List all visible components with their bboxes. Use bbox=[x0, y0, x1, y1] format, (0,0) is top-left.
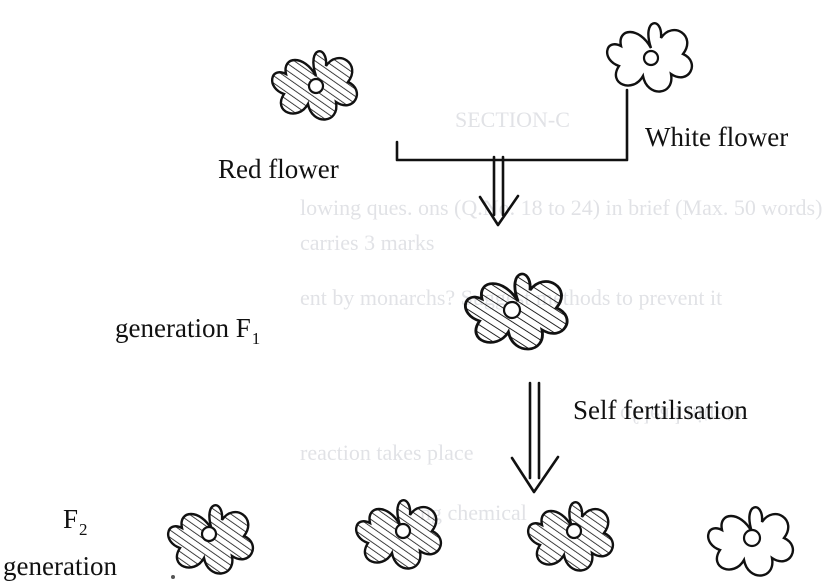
f2-flower-icon-3 bbox=[526, 501, 615, 572]
f1-subscript: 1 bbox=[251, 329, 261, 348]
f2-subscript: 2 bbox=[79, 520, 88, 539]
f2-generation-label: generation bbox=[3, 551, 117, 581]
bleed-through-line: reaction takes place bbox=[300, 440, 474, 465]
f1-generation-label: generation F1 bbox=[115, 313, 261, 348]
f1-flower-icon bbox=[463, 272, 569, 351]
white-flower-label: White flower bbox=[645, 122, 789, 152]
cross-bracket bbox=[395, 88, 629, 162]
f2-flower-icon-4 bbox=[706, 506, 795, 577]
self-fertilisation-arrow-icon bbox=[510, 381, 560, 494]
f2-flower-icon-1 bbox=[166, 504, 255, 575]
white-flower-icon bbox=[605, 22, 694, 93]
ink-dot bbox=[171, 575, 175, 579]
bleed-through-line: ng chemical bbox=[420, 500, 527, 525]
red-flower-icon bbox=[270, 50, 359, 121]
f1-generation-text: generation F bbox=[115, 313, 251, 343]
self-fertilisation-label: Self fertilisation bbox=[573, 395, 748, 425]
bleed-through-line: carries 3 marks bbox=[300, 230, 435, 255]
bleed-through-line: lowing ques. ons (Q.No. 18 to 24) in bri… bbox=[300, 195, 823, 220]
red-flower-label: Red flower bbox=[218, 154, 339, 184]
f2-text: F bbox=[63, 504, 79, 534]
cross-arrow-icon bbox=[478, 155, 520, 227]
bleed-through-heading: SECTION-C bbox=[455, 107, 570, 132]
f2-label: F2 bbox=[63, 504, 88, 539]
f2-flower-icon-2 bbox=[354, 499, 443, 570]
